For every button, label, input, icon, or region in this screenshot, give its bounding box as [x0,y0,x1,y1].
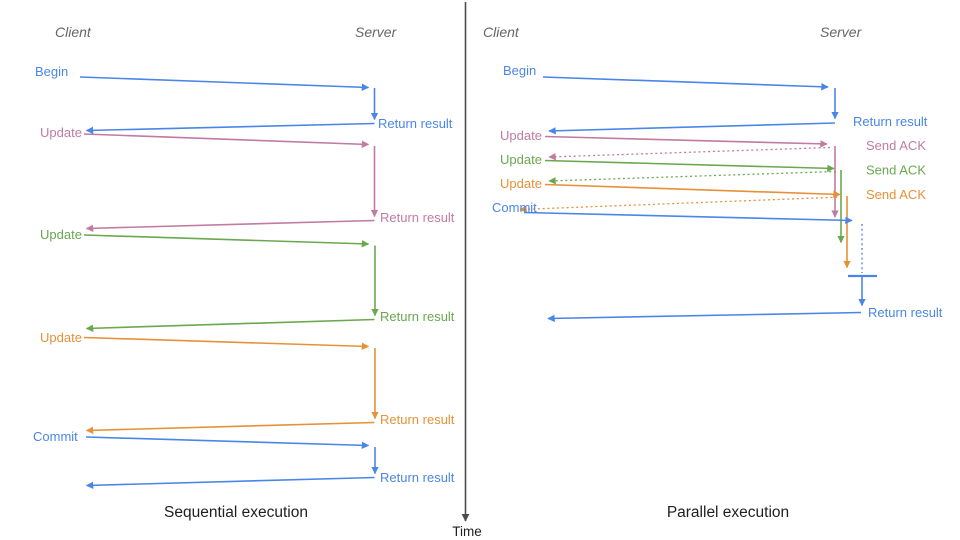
seq-update1-label: Update [40,125,82,140]
sequential-panel: Client Server Begin Return result Update… [33,24,455,521]
seq-begin-return-label: Return result [378,116,453,131]
seq-commit-request-line [85,436,370,450]
par-commit-return-label: Return result [868,305,943,320]
par-update1-label: Update [500,128,542,143]
seq-update3-label: Update [40,330,82,345]
par-begin-request-line [542,76,829,91]
par-client-header: Client [483,24,520,40]
seq-update2-label: Update [40,227,82,242]
par-update3-label: Update [500,176,542,191]
par-update3-request-line [544,183,841,199]
par-commit-return-line [547,311,862,323]
seq-update1-request-line [83,133,370,148]
seq-begin-request-line [79,76,370,92]
time-axis-label: Time [452,524,482,539]
seq-update3-return-line [85,421,375,435]
par-begin-return-line [548,122,836,135]
seq-begin-return-line [85,122,375,135]
time-axis: Time [452,2,482,539]
par-update1-request-line [544,135,828,148]
seq-update3-request-line [83,336,370,351]
seq-client-header: Client [55,24,92,40]
seq-update2-return-label: Return result [380,309,455,324]
seq-commit-label: Commit [33,429,78,444]
parallel-caption: Parallel execution [667,504,789,521]
par-begin-return-label: Return result [853,114,928,129]
par-update3-ack-line [519,196,843,213]
par-update3-ack-label: Send ACK [866,187,926,202]
par-update2-ack-label: Send ACK [866,163,926,178]
parallel-panel: Client Server Begin Return result Update… [483,24,943,521]
seq-update1-return-line [85,219,375,233]
seq-update1-return-label: Return result [380,210,455,225]
seq-commit-return-line [85,476,375,490]
seq-update2-request-line [83,234,370,248]
par-update2-label: Update [500,152,542,167]
par-begin-label: Begin [503,63,536,78]
seq-commit-return-label: Return result [380,470,455,485]
sequential-caption: Sequential execution [164,504,308,521]
seq-update2-return-line [85,318,375,333]
par-update2-ack-line [548,170,837,185]
par-update2-request-line [544,159,835,173]
par-server-header: Server [820,24,863,40]
par-update1-ack-line [548,146,831,161]
seq-begin-label: Begin [35,64,68,79]
par-commit-label: Commit [492,200,537,215]
seq-server-header: Server [355,24,398,40]
par-update1-ack-label: Send ACK [866,138,926,153]
seq-update3-return-label: Return result [380,412,455,427]
par-commit-request-line [523,211,853,225]
